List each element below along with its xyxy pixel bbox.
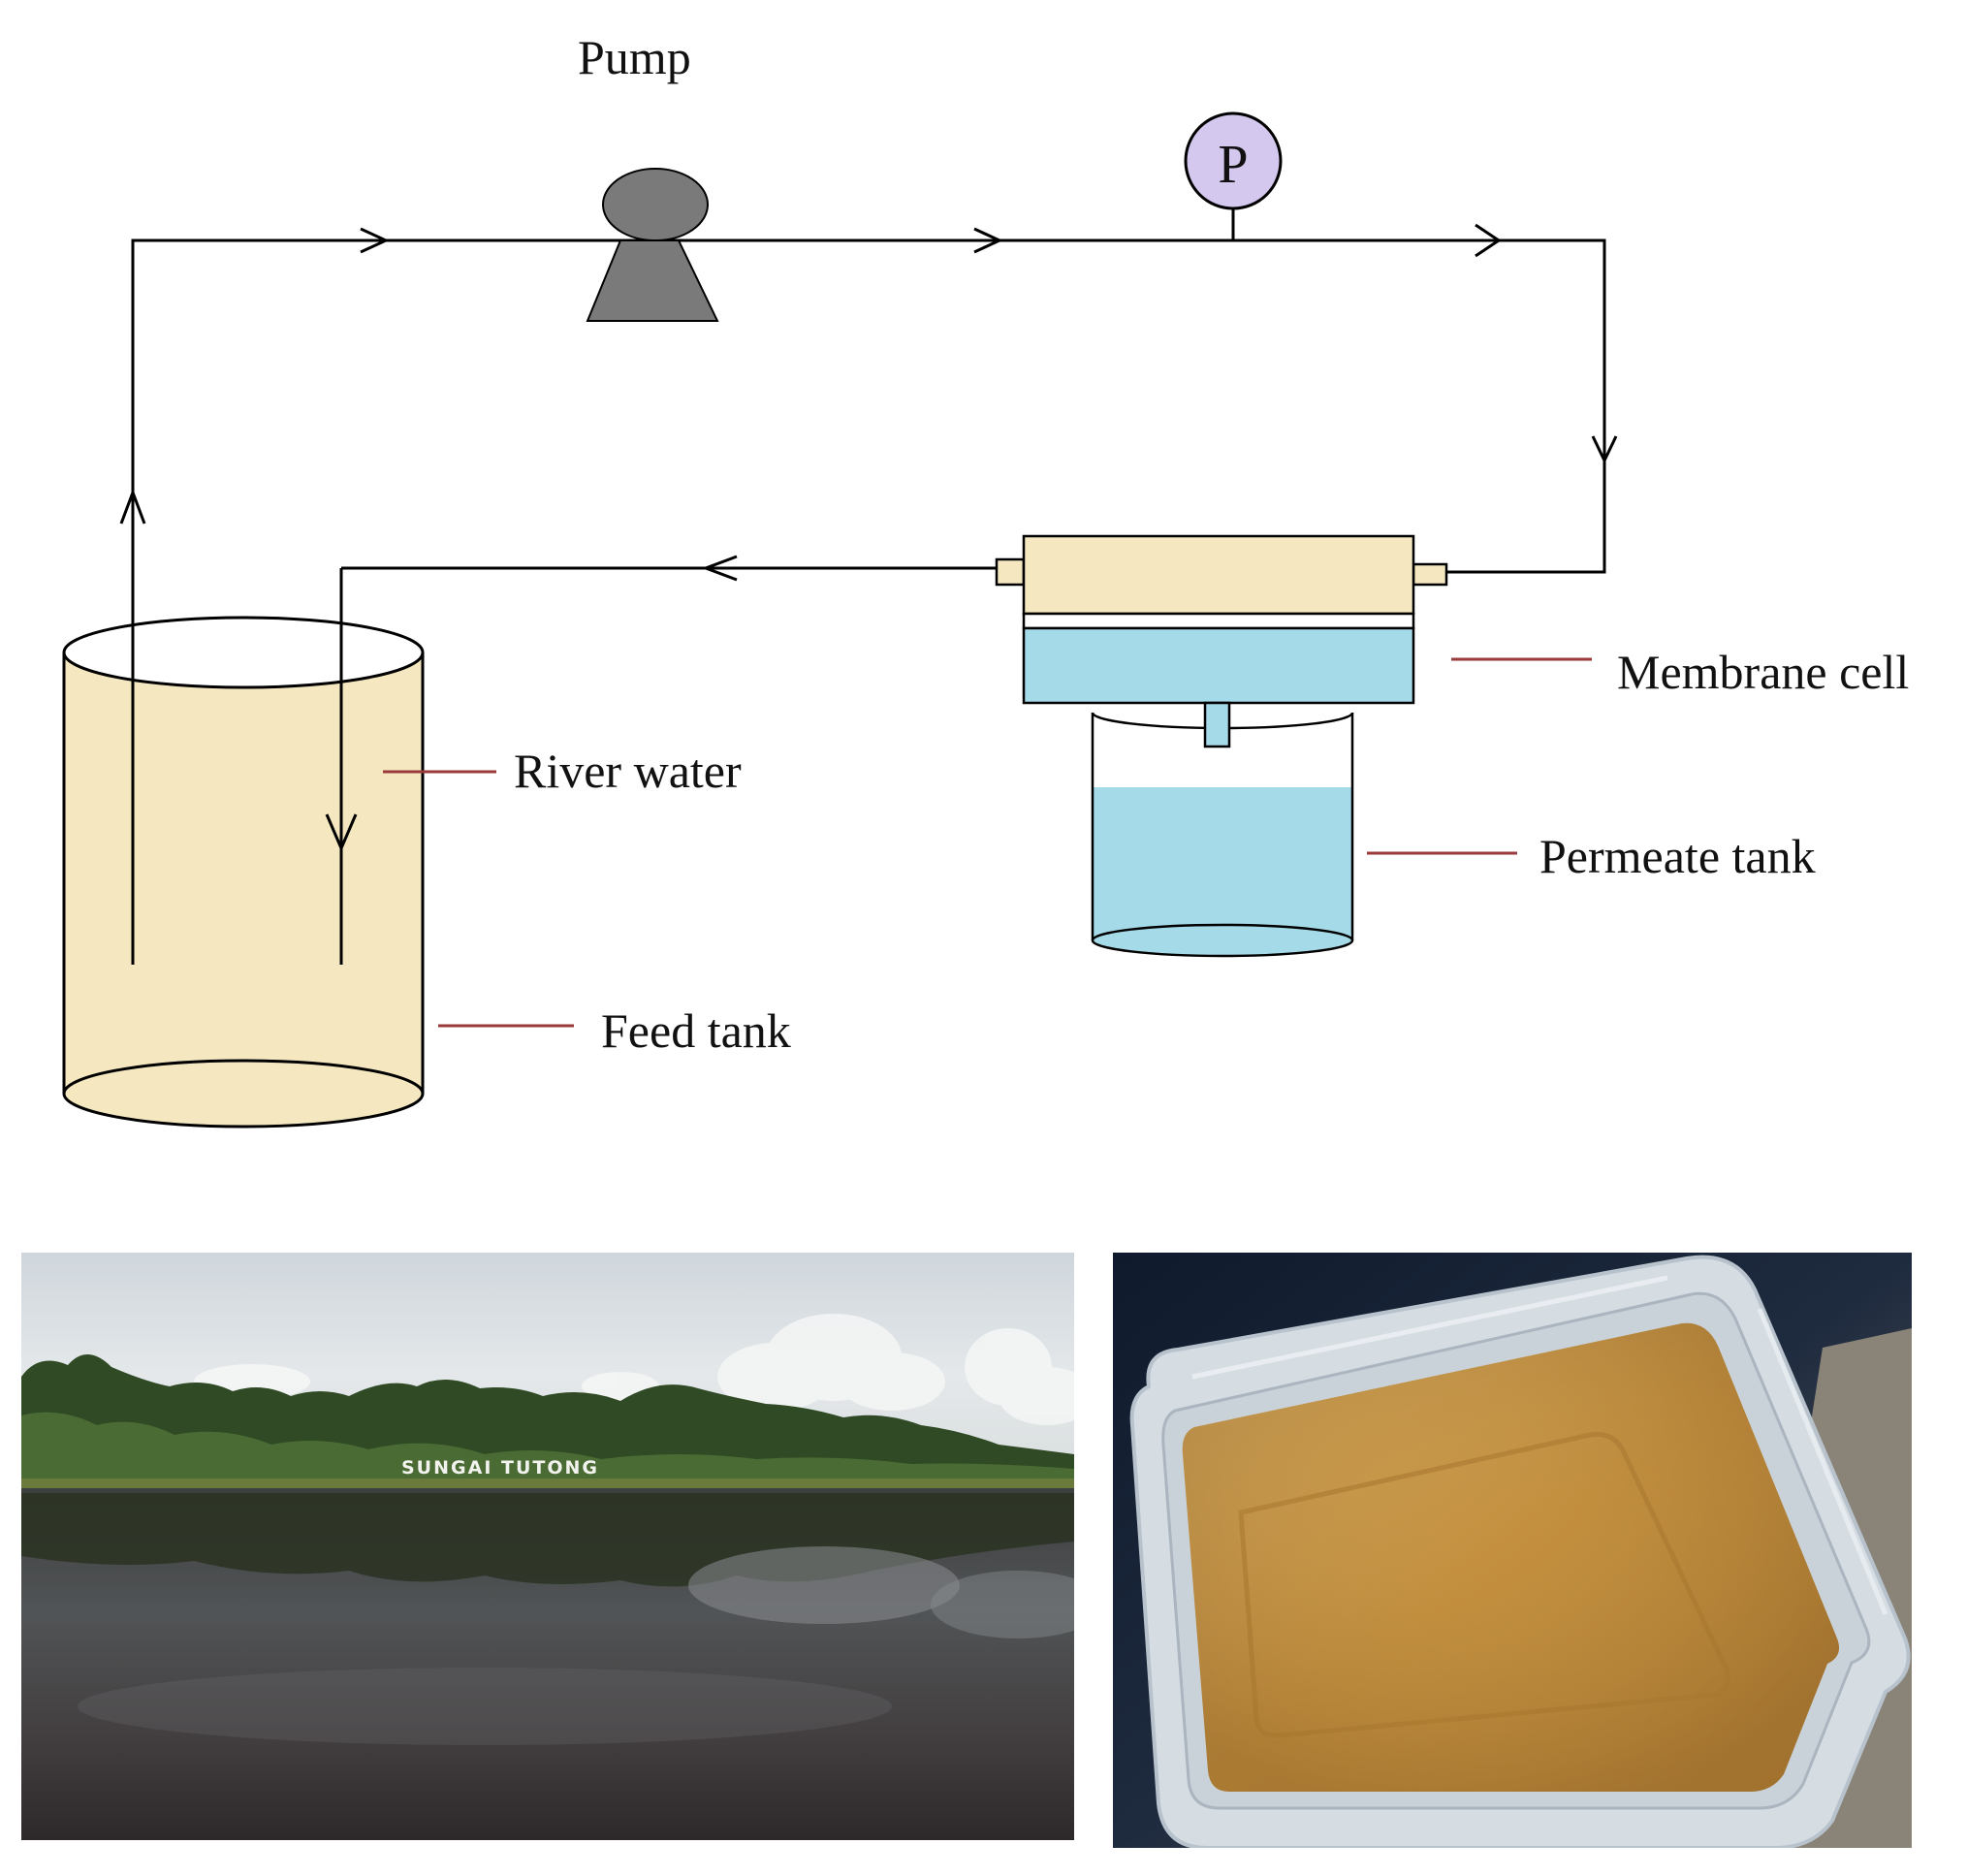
water-sheen	[78, 1668, 892, 1745]
membrane-cell-top	[1022, 534, 1415, 616]
membrane-inlet-port	[1412, 562, 1448, 587]
river-water-label: River water	[514, 744, 742, 798]
feed-tank-body	[64, 652, 423, 1127]
permeate-tank-base	[1091, 923, 1354, 958]
flow-arrow-left	[701, 555, 738, 582]
container-photo	[1113, 1253, 1912, 1848]
pump-label: Pump	[578, 30, 691, 84]
membrane-cell	[995, 534, 1448, 705]
feed-tank	[62, 616, 425, 1129]
permeate-tank-label: Permeate tank	[1539, 829, 1816, 883]
pressure-gauge-label: P	[1218, 135, 1248, 195]
membrane-outlet-port	[995, 557, 1026, 587]
pump-head	[602, 168, 709, 241]
clouds	[194, 1314, 1074, 1425]
river-sign: SUNGAI TUTONG	[401, 1457, 599, 1479]
pump	[586, 168, 719, 322]
pressure-gauge: P	[1184, 111, 1283, 210]
container-bottom-outline	[1238, 1431, 1730, 1738]
container-water-shade	[1182, 1322, 1840, 1792]
flow-arrow-right-2	[973, 227, 1003, 254]
flow-arrow-up	[119, 488, 146, 525]
feed-tank-label: Feed tank	[601, 1003, 791, 1058]
pipes-in-tank	[131, 582, 358, 965]
pressure-gauge-dial	[1184, 111, 1283, 210]
flow-arrow-down	[1591, 435, 1618, 464]
membrane-cell-bottom	[1022, 626, 1415, 705]
membrane-layer	[1022, 612, 1415, 630]
permeate-water	[1093, 787, 1352, 956]
leader-lines	[383, 657, 1592, 1028]
permeate-tank	[1091, 701, 1354, 958]
flow-arrow-right-3	[1475, 223, 1502, 258]
river-photo: SUNGAI TUTONG	[21, 1253, 1074, 1840]
feed-tank-top	[62, 616, 425, 689]
treeline-highlights	[21, 1412, 1074, 1483]
rim-highlight	[1191, 1275, 1668, 1380]
feed-pipe	[131, 238, 1606, 965]
cloud-reflection-2	[931, 1571, 1074, 1638]
membrane-cell-label: Membrane cell	[1617, 645, 1909, 699]
rim-highlight-side	[1757, 1308, 1888, 1615]
pump-base	[586, 239, 719, 322]
flow-arrow-right-1	[360, 227, 390, 254]
feed-tank-bottom	[62, 1059, 425, 1129]
permeate-drain-tube	[1203, 701, 1231, 748]
flow-arrow-down-inner	[325, 813, 358, 852]
cloud-reflection	[688, 1546, 960, 1624]
